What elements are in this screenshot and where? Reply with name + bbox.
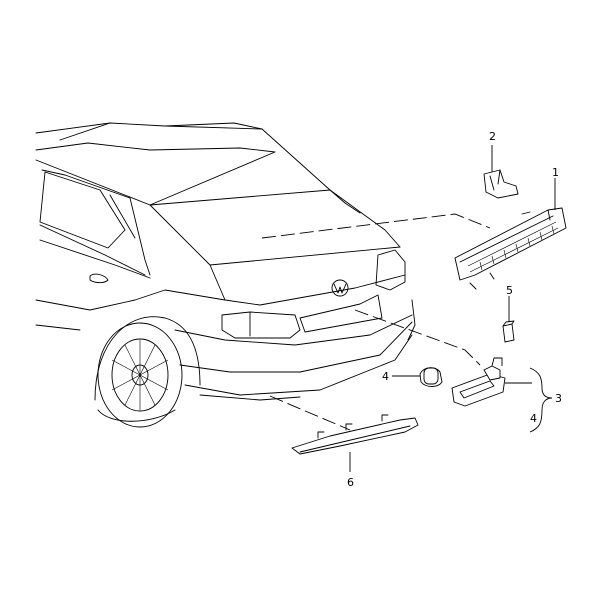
callout-6: 6	[347, 476, 354, 489]
callouts: 1 2 3 4 4 5 6	[347, 130, 562, 489]
bulb	[419, 367, 443, 387]
bracket-clip	[483, 169, 519, 199]
callout-4-housing: 4	[530, 412, 537, 425]
callout-5: 5	[506, 284, 513, 297]
retaining-clip	[502, 320, 515, 343]
high-mount-brake-light	[454, 207, 567, 290]
leader-lines	[261, 145, 556, 472]
callout-4-bulb: 4	[382, 370, 389, 383]
callout-1: 1	[552, 166, 559, 179]
car-rear-illustration	[35, 122, 416, 428]
license-plate-lamp	[451, 357, 506, 407]
callout-3: 3	[555, 392, 562, 405]
callout-2: 2	[489, 130, 496, 143]
bumper-trim-strip	[291, 414, 419, 455]
